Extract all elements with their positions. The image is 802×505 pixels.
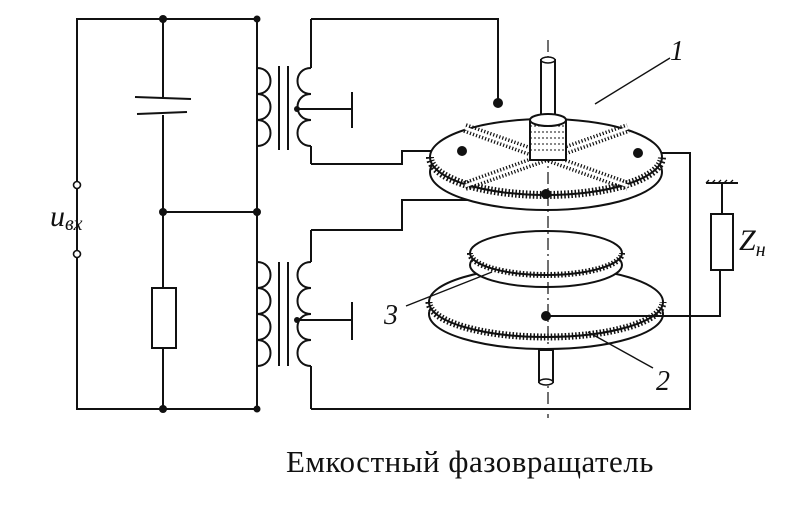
resistor	[151, 287, 177, 349]
input-circuit	[72, 15, 261, 413]
dielectric-disc-3	[467, 230, 625, 288]
junction-dot	[253, 15, 261, 23]
junction-dot	[253, 208, 261, 216]
rotor-output-wire	[546, 271, 721, 317]
input-voltage-label: uвх	[50, 200, 83, 235]
shaft	[529, 40, 567, 418]
load-impedance	[705, 179, 738, 271]
part-1-label: 1	[670, 36, 684, 67]
secondary-coil-top	[296, 67, 312, 147]
input-terminal-bottom	[72, 249, 82, 259]
secondary-coil-bottom	[296, 261, 312, 367]
leader-line-2	[587, 331, 654, 369]
junction-dot	[159, 208, 167, 216]
transformer-top	[256, 19, 353, 164]
contact-dot	[541, 189, 551, 199]
leader-line-1	[594, 57, 671, 105]
part-2-label: 2	[656, 366, 670, 397]
primary-coil-bottom	[256, 261, 272, 367]
primary-coil-top	[256, 67, 272, 147]
leader-line-3	[405, 271, 493, 307]
diagram-caption: Емкостный фазовращатель	[286, 444, 654, 479]
input-terminal-top	[72, 180, 82, 190]
capacitor	[134, 96, 192, 115]
part-3-label: 3	[383, 300, 398, 331]
stator-wiring	[311, 18, 691, 410]
contact-dot	[457, 146, 467, 156]
contact-dot	[633, 148, 643, 158]
contact-dot	[493, 98, 503, 108]
junction-dot	[159, 405, 167, 413]
transformer-bottom	[256, 230, 353, 409]
junction-dot	[159, 15, 167, 23]
junction-dot	[253, 405, 261, 413]
left-frame-wire	[76, 18, 258, 410]
load-label: Zн	[739, 224, 766, 261]
